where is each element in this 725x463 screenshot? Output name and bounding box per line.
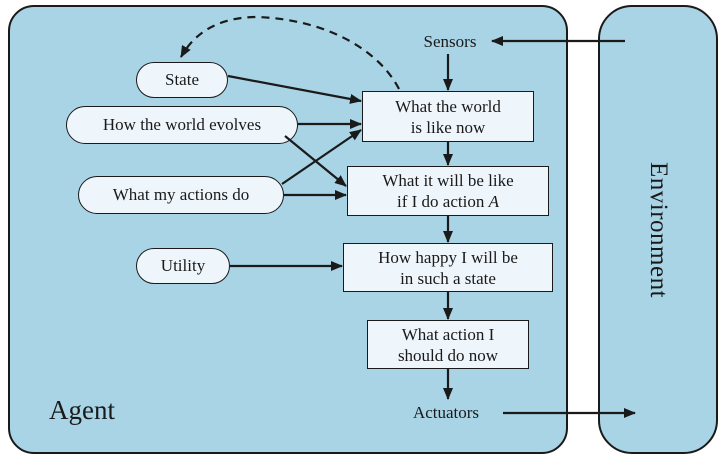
state-feedback-arrow [180, 15, 400, 90]
agent-label: Agent [49, 395, 115, 425]
world-now-line2: is like now [410, 117, 486, 137]
action-line1: What action I [401, 324, 495, 344]
environment-panel [598, 5, 718, 454]
world-now-line1: What the world [395, 96, 501, 116]
action-variable: A [488, 192, 499, 211]
world-evolves-node: How the world evolves [66, 106, 298, 144]
utility-node: Utility [136, 248, 230, 284]
happy-line1: How happy I will be [378, 247, 518, 267]
action-line2: should do now [397, 345, 499, 365]
world-now-box: What the world is like now [362, 91, 534, 142]
happy-box: How happy I will be in such a state [343, 243, 553, 292]
will-be-line1: What it will be like [382, 171, 514, 190]
state-to-world-arrow [227, 74, 362, 104]
happy-line2: in such a state [400, 268, 496, 288]
sensors-label: Sensors [423, 32, 477, 51]
action-box: What action I should do now [367, 320, 529, 369]
will-be-box: What it will be like if I do action A [347, 166, 549, 216]
agent-panel [8, 5, 568, 454]
will-be-line2: if I do action A [397, 191, 499, 212]
actions-do-node: What my actions do [78, 176, 284, 214]
will-be-line2-text: if I do action [397, 192, 485, 211]
actuators-label: Actuators [412, 403, 480, 422]
state-node: State [136, 62, 228, 98]
actions-to-world-arrow [281, 129, 362, 185]
